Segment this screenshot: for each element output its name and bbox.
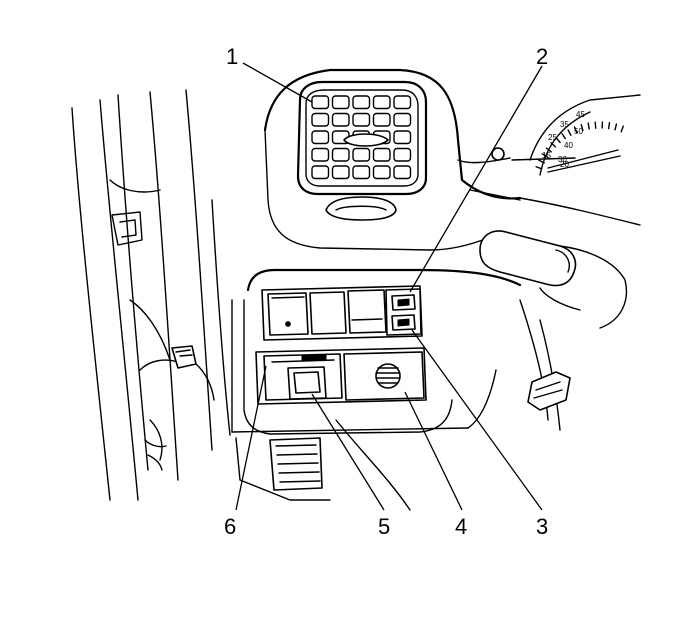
right-bracket	[528, 372, 570, 410]
gauge-number-40: 40	[564, 141, 573, 150]
gauge-number-20: 20	[560, 160, 569, 169]
gauge-number-25: 25	[548, 133, 557, 142]
callout-2: 2	[536, 44, 548, 69]
vent-louver-cell	[394, 96, 411, 109]
vent-louver-cell	[394, 166, 411, 179]
vent-louver-cell	[374, 166, 391, 179]
vent-louver-cell	[333, 114, 350, 127]
vent-louver-cell	[394, 114, 411, 127]
gauge-tick	[609, 123, 610, 129]
switch-bezel	[232, 270, 520, 434]
callout-4: 4	[455, 514, 467, 539]
callout-3: 3	[536, 514, 548, 539]
gauge-tick	[568, 130, 571, 135]
gauge-number-15: 15	[542, 151, 551, 160]
vent-louver-cell	[394, 149, 411, 162]
vent-louver-cell	[394, 131, 411, 144]
gauge-number-35: 35	[560, 120, 569, 129]
gauge-tick	[615, 124, 616, 130]
air-vent	[298, 82, 426, 220]
callout-6: 6	[224, 514, 236, 539]
vent-louver-cell	[353, 149, 370, 162]
leader-5	[312, 394, 384, 510]
dash-upper	[265, 70, 640, 250]
vent-louver-cell	[312, 131, 329, 144]
vent-louvers	[312, 96, 411, 179]
callout-5: 5	[378, 514, 390, 539]
vent-louver-cell	[353, 166, 370, 179]
vent-louver-cell	[353, 96, 370, 109]
vent-louver-cell	[333, 166, 350, 179]
vent-louver-cell	[312, 96, 329, 109]
leader-4	[405, 392, 462, 510]
vent-louver-cell	[374, 114, 391, 127]
vent-center-tab	[344, 134, 388, 146]
speedometer: 45 35 50 25 40 15 30 20	[530, 95, 640, 175]
vent-louver-cell	[312, 149, 329, 162]
gauge-tick	[588, 123, 589, 129]
vent-louver-cell	[333, 96, 350, 109]
gauge-tick	[536, 167, 542, 169]
vent-louver-cell	[374, 96, 391, 109]
gauge-number-50: 50	[574, 127, 583, 136]
gauge-tick	[562, 134, 565, 139]
callout-1: 1	[226, 44, 238, 69]
pillar-connector	[140, 346, 214, 400]
vent-louver-cell	[333, 149, 350, 162]
gauge-tick	[621, 126, 623, 132]
vent-louver-cell	[312, 114, 329, 127]
door-pillar	[72, 90, 230, 500]
vent-louver-cell	[353, 114, 370, 127]
gauge-number-45: 45	[576, 110, 585, 119]
leader-3	[412, 330, 542, 510]
vent-louver-cell	[374, 149, 391, 162]
vent-louver-cell	[312, 166, 329, 179]
